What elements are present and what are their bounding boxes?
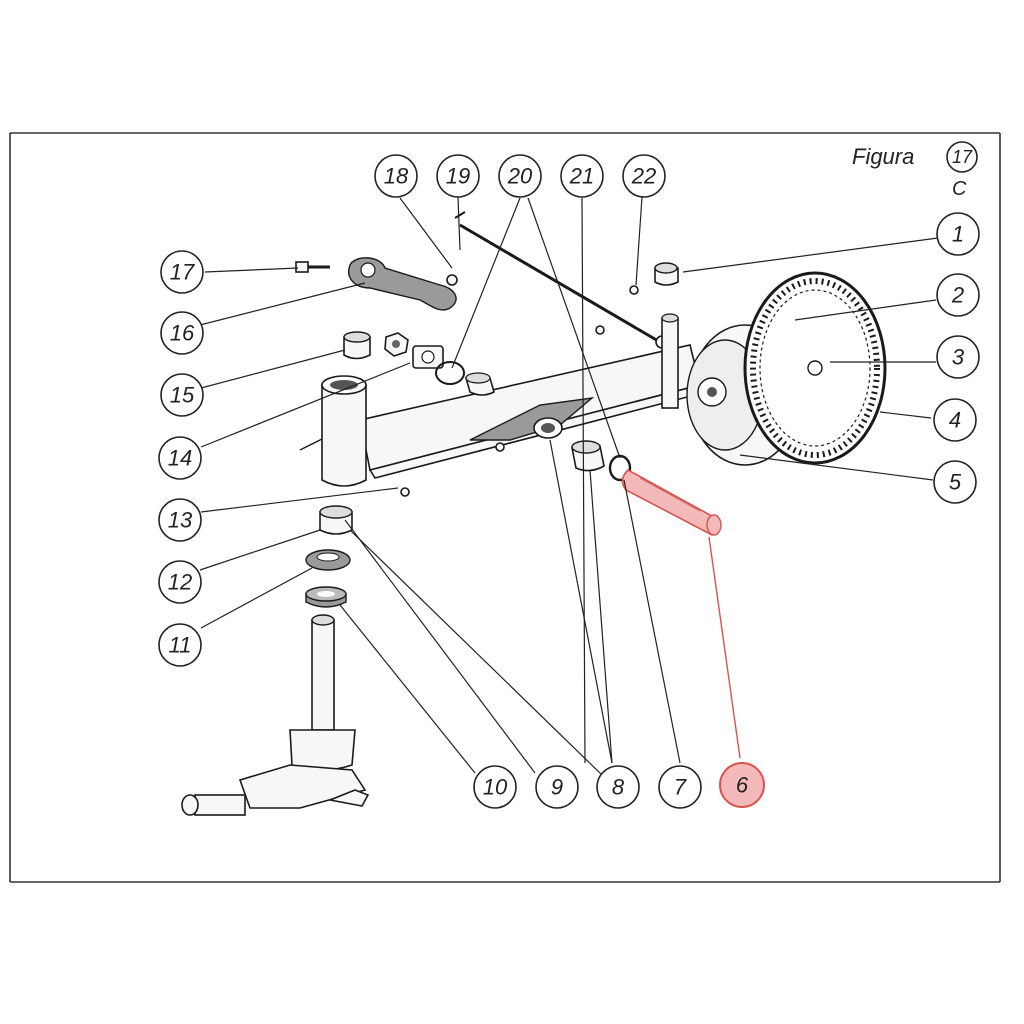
svg-text:10: 10: [483, 775, 508, 800]
svg-text:17: 17: [170, 260, 195, 285]
bushing-9: [319, 505, 353, 535]
callout-21: 21: [560, 154, 604, 198]
callout-4: 4: [933, 398, 977, 442]
callout-14: 14: [158, 436, 202, 480]
callout-10: 10: [473, 765, 517, 809]
callout-8: 8: [596, 765, 640, 809]
svg-text:22: 22: [631, 164, 656, 189]
callouts: 1 2 3 4 5 6 7 8 9 10 11 12 13 14 15 16 1…: [158, 154, 980, 809]
svg-text:8: 8: [612, 775, 625, 800]
ring-20: [435, 361, 465, 385]
svg-text:4: 4: [949, 408, 961, 433]
callout-17: 17: [160, 250, 204, 294]
figure-label: Figura: [852, 144, 914, 169]
center-bracket: [469, 396, 595, 441]
callout-11: 11: [158, 623, 202, 667]
svg-text:18: 18: [384, 164, 409, 189]
svg-text:1: 1: [952, 222, 964, 247]
callout-13: 13: [158, 498, 202, 542]
svg-text:2: 2: [951, 283, 964, 308]
beam-sleeve: [464, 372, 495, 396]
svg-text:7: 7: [674, 775, 687, 800]
callout-12: 12: [158, 560, 202, 604]
svg-text:9: 9: [551, 775, 563, 800]
figure-title: Figura 17 C: [852, 141, 978, 200]
svg-text:6: 6: [736, 773, 749, 798]
upper-nut-1: [654, 262, 679, 286]
svg-text:13: 13: [168, 508, 193, 533]
washer-plate: [412, 345, 444, 369]
spindle-post: [661, 313, 679, 409]
callout-7: 7: [658, 765, 702, 809]
bearing-10: [305, 586, 347, 608]
grease-nipples: [400, 285, 639, 497]
thrust-bearing: [305, 549, 351, 571]
kingpin-housing: [321, 375, 367, 487]
svg-text:19: 19: [446, 164, 470, 189]
steering-arm: [348, 257, 458, 311]
callout-9: 9: [535, 765, 579, 809]
svg-text:15: 15: [170, 383, 195, 408]
svg-text:3: 3: [952, 345, 965, 370]
callout-22: 22: [622, 154, 666, 198]
figure-suffix: C: [952, 178, 967, 200]
callout-5: 5: [933, 460, 977, 504]
page-frame: [9, 132, 1001, 883]
leader-lines: [199, 196, 939, 776]
svg-text:12: 12: [168, 570, 192, 595]
callout-20: 20: [498, 154, 542, 198]
svg-text:16: 16: [170, 321, 195, 346]
callout-19: 19: [436, 154, 480, 198]
svg-text:5: 5: [949, 470, 962, 495]
callout-1: 1: [936, 212, 980, 256]
nut-15: [384, 332, 409, 357]
callout-18: 18: [374, 154, 418, 198]
callout-2: 2: [936, 273, 980, 317]
figure-number: 17: [952, 147, 973, 167]
svg-text:20: 20: [507, 164, 533, 189]
svg-text:11: 11: [169, 633, 192, 658]
assembly-drawing: [181, 211, 887, 816]
callout-3: 3: [936, 335, 980, 379]
pivot-pin-6: [621, 469, 722, 536]
bushing-8: [571, 440, 605, 472]
bolt-17: [295, 261, 330, 273]
bushing-15: [343, 331, 371, 360]
svg-text:21: 21: [569, 164, 594, 189]
callout-16: 16: [160, 311, 204, 355]
svg-text:14: 14: [168, 446, 192, 471]
callout-15: 15: [160, 373, 204, 417]
stub-axle: [181, 614, 370, 816]
tire: [743, 271, 887, 465]
callout-6: 6: [719, 762, 765, 808]
